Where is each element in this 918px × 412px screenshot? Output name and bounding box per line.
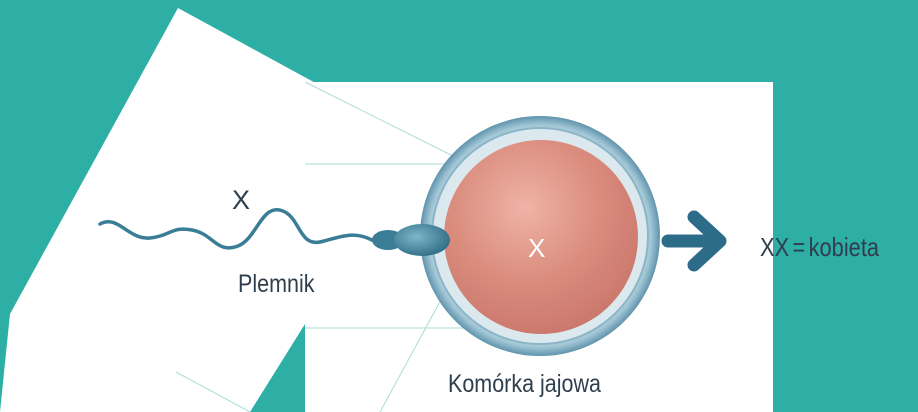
result-label: XX=kobieta — [760, 234, 879, 260]
result-chromosomes: XX — [760, 234, 789, 260]
egg-chromosome-label: X — [528, 235, 545, 261]
result-sex: kobieta — [809, 234, 879, 260]
sperm-caption: Plemnik — [238, 272, 314, 297]
sperm-chromosome-label: X — [232, 187, 250, 214]
result-equals: = — [792, 234, 805, 260]
sperm-head — [394, 224, 450, 256]
egg-caption: Komórka jajowa — [448, 372, 601, 397]
